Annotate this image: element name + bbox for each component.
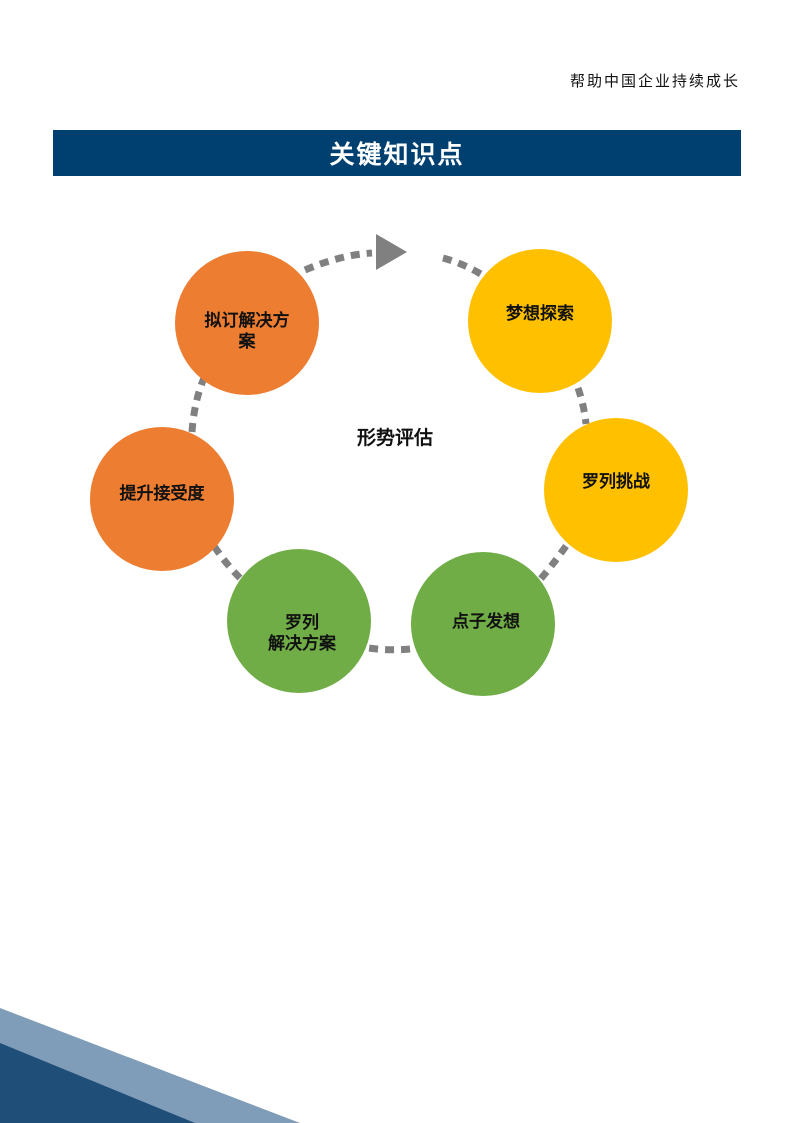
node-n3: 点子发想: [411, 552, 555, 696]
title-bar: 关键知识点: [53, 130, 741, 176]
cycle-diagram: 梦想探索 罗列挑战 点子发想 罗列 解决方案 提升接受度 拟订解决方 案 形势评…: [90, 234, 688, 696]
connectors: [188, 249, 590, 654]
node-n6: 拟订解决方 案: [175, 251, 319, 395]
connector-n5-to-n6: [188, 376, 208, 433]
node-n1: 梦想探索: [468, 249, 612, 393]
corner-decoration: [0, 1008, 300, 1123]
connector-arrow-to-n1: [442, 254, 486, 279]
node-label-line-2: 案: [238, 331, 257, 352]
node-circle: [468, 249, 612, 393]
node-circle: [90, 427, 234, 571]
node-label: 点子发想: [452, 611, 520, 632]
header-tagline: 帮助中国企业持续成长: [569, 72, 740, 90]
node-circle: [411, 552, 555, 696]
node-circle: [544, 418, 688, 562]
connector-n6-to-n1: [303, 249, 373, 274]
node-label-line-1: 拟订解决方: [205, 310, 290, 331]
connector-n2-to-n3: [535, 543, 569, 585]
corner-stripe-dark: [0, 1043, 195, 1123]
connector-n3-to-n4: [367, 644, 411, 654]
node-label: 罗列挑战: [582, 471, 650, 492]
node-label: 提升接受度: [120, 483, 206, 504]
node-label-line-2: 解决方案: [268, 633, 337, 654]
arrow-head-icon: [376, 234, 407, 270]
node-n5: 提升接受度: [90, 427, 234, 571]
center-label: 形势评估: [357, 426, 433, 449]
node-label-line-1: 罗列: [285, 612, 319, 633]
page-title: 关键知识点: [329, 140, 465, 169]
node-n4: 罗列 解决方案: [227, 549, 371, 693]
node-n2: 罗列挑战: [544, 418, 688, 562]
node-circle: [175, 251, 319, 395]
connector-n1-to-n2: [574, 386, 590, 425]
node-label: 梦想探索: [506, 303, 574, 324]
connector-n4-to-n5: [211, 544, 243, 581]
node-circle: [227, 549, 371, 693]
